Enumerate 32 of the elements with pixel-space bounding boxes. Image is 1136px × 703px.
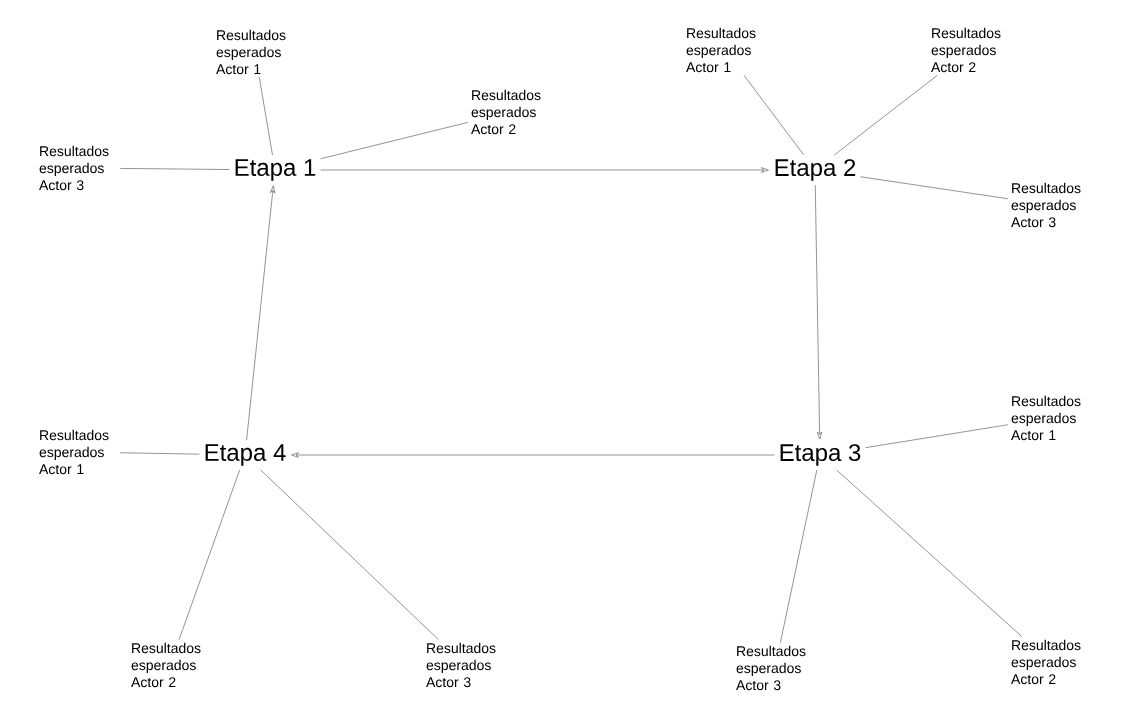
stage-label: Etapa 1 [235, 159, 316, 181]
result-label: Resultados esperados Actor 1 [686, 27, 756, 73]
connector-line [260, 469, 439, 640]
result-label: Resultados esperados Actor 2 [1011, 639, 1081, 685]
result-label: Resultados esperados Actor 1 [1011, 395, 1081, 441]
result-label: Resultados esperados Actor 2 [931, 27, 1001, 73]
connector-line [860, 176, 1009, 200]
stage-label: Etapa 4 [205, 444, 286, 466]
connector-line [119, 168, 230, 170]
connector-line [259, 77, 273, 156]
connector-line [834, 75, 938, 156]
arrow [291, 452, 775, 458]
result-label: Resultados esperados Actor 2 [131, 642, 201, 688]
connector-line [320, 122, 469, 160]
result-label: Resultados esperados Actor 1 [216, 29, 286, 75]
result-label: Resultados esperados Actor 1 [39, 429, 109, 475]
connector-line [780, 469, 818, 643]
stage-label: Etapa 3 [780, 444, 861, 466]
connector-line [743, 75, 804, 156]
connector-line [119, 452, 200, 455]
result-label: Resultados esperados Actor 3 [1011, 182, 1081, 228]
arrow [814, 184, 823, 440]
connector-line [865, 424, 1009, 448]
connector-line [178, 469, 240, 640]
result-label: Resultados esperados Actor 2 [471, 89, 541, 135]
result-label: Resultados esperados Actor 3 [39, 145, 109, 191]
arrow [246, 185, 276, 441]
result-label: Resultados esperados Actor 3 [426, 642, 496, 688]
connector-line [836, 469, 1023, 637]
stage-label: Etapa 2 [775, 159, 856, 181]
arrow [320, 167, 769, 173]
result-label: Resultados esperados Actor 3 [736, 645, 806, 691]
